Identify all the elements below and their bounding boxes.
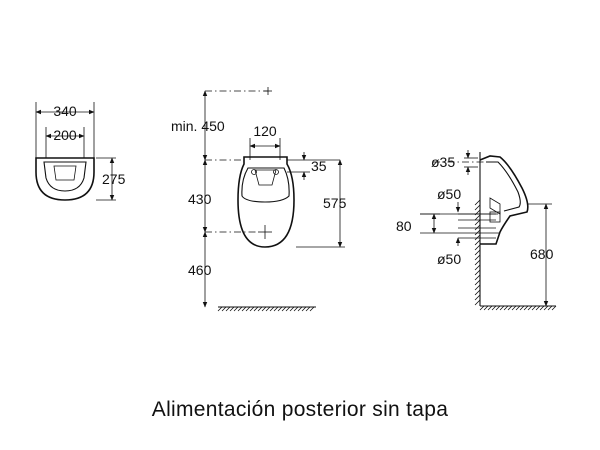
main-front-view: min. 450 120 35 430 575 460 — [171, 87, 347, 312]
urinal-body-outline — [237, 156, 295, 248]
dim-d50-bottom-label: ø50 — [437, 251, 461, 267]
small-front-view: 340 200 275 — [35, 102, 126, 201]
urinal-side-outline — [479, 155, 529, 245]
dim-d35-label: ø35 — [431, 154, 455, 170]
dim-200-label: 200 — [53, 127, 77, 143]
dim-460-label: 460 — [188, 262, 212, 278]
dim-120-label: 120 — [253, 123, 277, 139]
dim-575-label: 575 — [323, 195, 347, 211]
caption: Alimentación posterior sin tapa — [151, 398, 449, 421]
dim-275-label: 275 — [102, 171, 126, 187]
dim-430-label: 430 — [188, 191, 212, 207]
dim-680-label: 680 — [530, 246, 554, 262]
side-view: ø35 ø50 80 ø50 680 — [396, 150, 557, 311]
dim-35-label: 35 — [311, 158, 327, 174]
dim-80-label: 80 — [396, 218, 412, 234]
urinal-top-outline — [35, 157, 95, 201]
dim-min450-label: min. 450 — [171, 118, 225, 134]
floor-hatch — [217, 306, 316, 312]
dim-340-label: 340 — [53, 103, 77, 119]
dim-d50-top-label: ø50 — [437, 186, 461, 202]
